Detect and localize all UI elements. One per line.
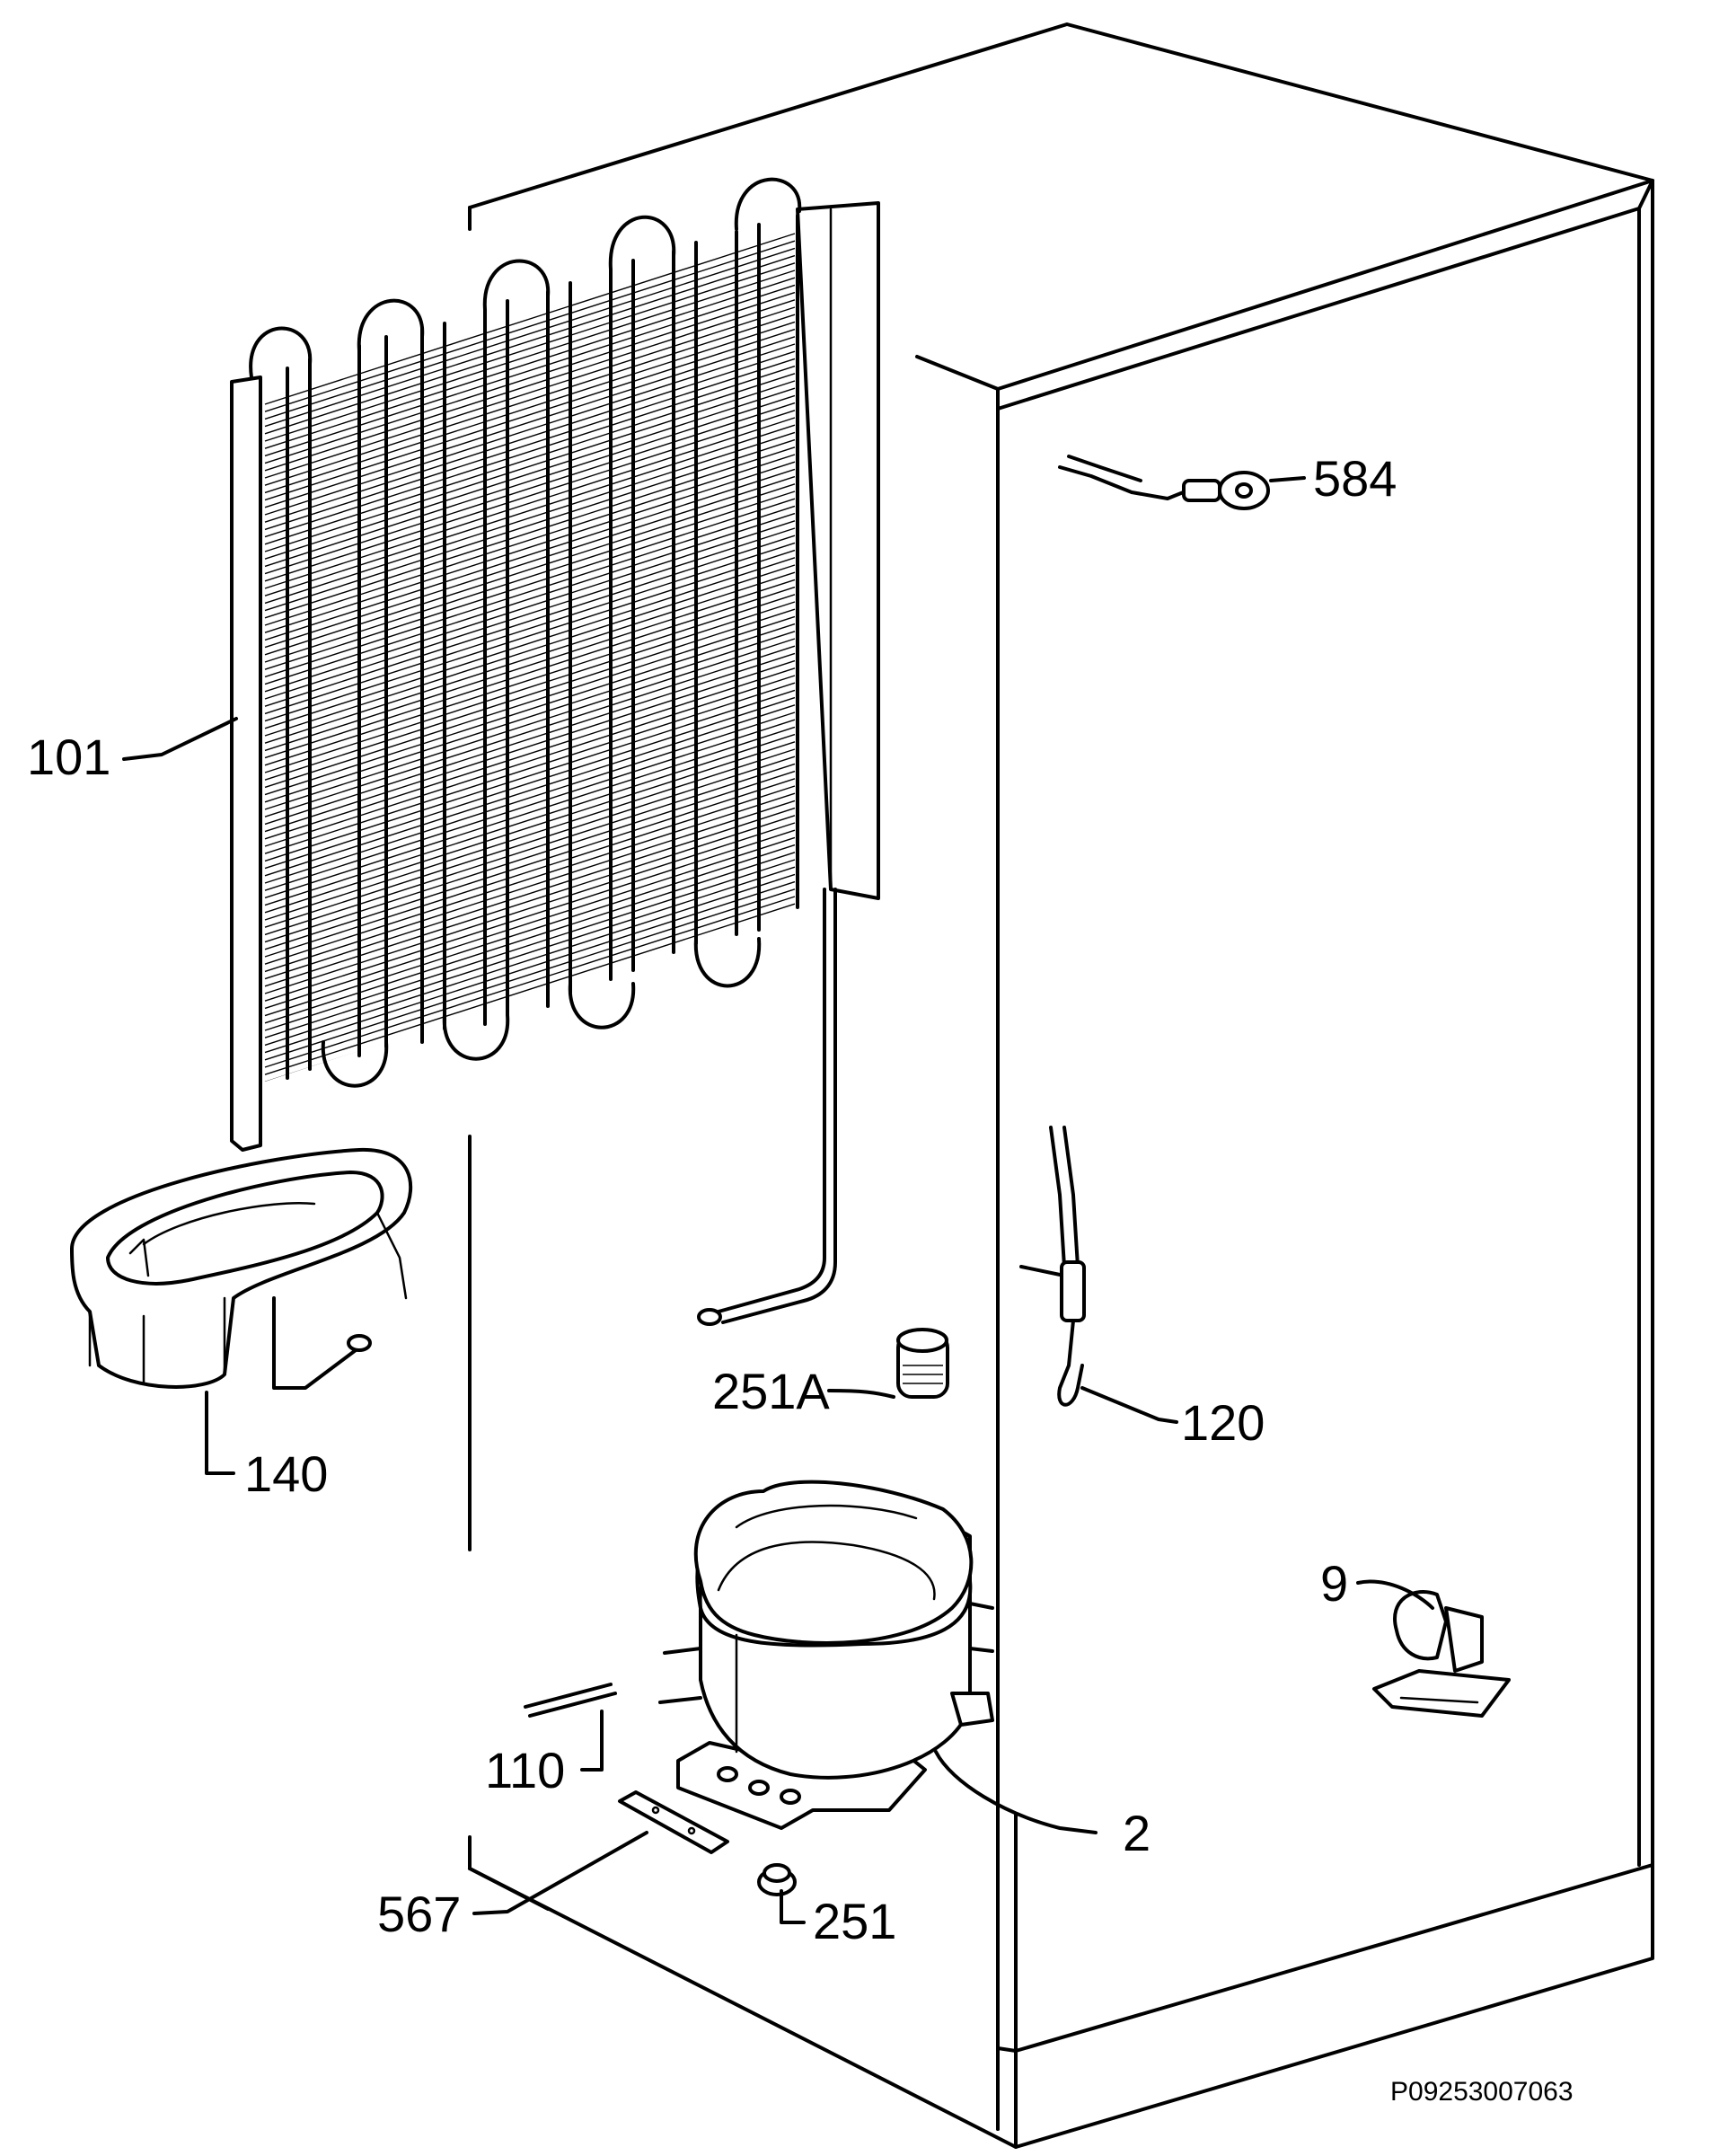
callout-9: 9 <box>1320 1555 1348 1612</box>
callout-110: 110 <box>485 1742 565 1798</box>
callout-2: 2 <box>1123 1805 1151 1861</box>
compressor-2 <box>658 1480 994 1830</box>
callout-567: 567 <box>377 1886 461 1942</box>
reference-code: P09253007063 <box>1390 2077 1574 2107</box>
bushing-251a <box>896 1328 949 1399</box>
cable-120 <box>1019 1126 1086 1407</box>
drip-tray-140 <box>70 1147 413 1390</box>
leader-lines <box>122 476 1434 1924</box>
refrigerator-cabinet <box>468 22 1654 2149</box>
condenser-101 <box>230 177 880 1326</box>
pin-110 <box>524 1683 617 1718</box>
plate-567 <box>618 1790 729 1854</box>
callout-251: 251 <box>813 1893 896 1949</box>
callout-140: 140 <box>244 1445 328 1502</box>
clip-9 <box>1372 1589 1511 1718</box>
callout-251a: 251A <box>712 1363 830 1419</box>
callout-101: 101 <box>27 729 110 785</box>
callout-labels: 101 140 584 120 251A 9 110 2 567 251 <box>27 450 1397 1949</box>
callout-584: 584 <box>1313 450 1397 507</box>
condenser-wire-mesh <box>264 233 796 1082</box>
part-584 <box>1058 455 1270 510</box>
grommet-251 <box>757 1863 797 1896</box>
callout-120: 120 <box>1181 1394 1265 1451</box>
